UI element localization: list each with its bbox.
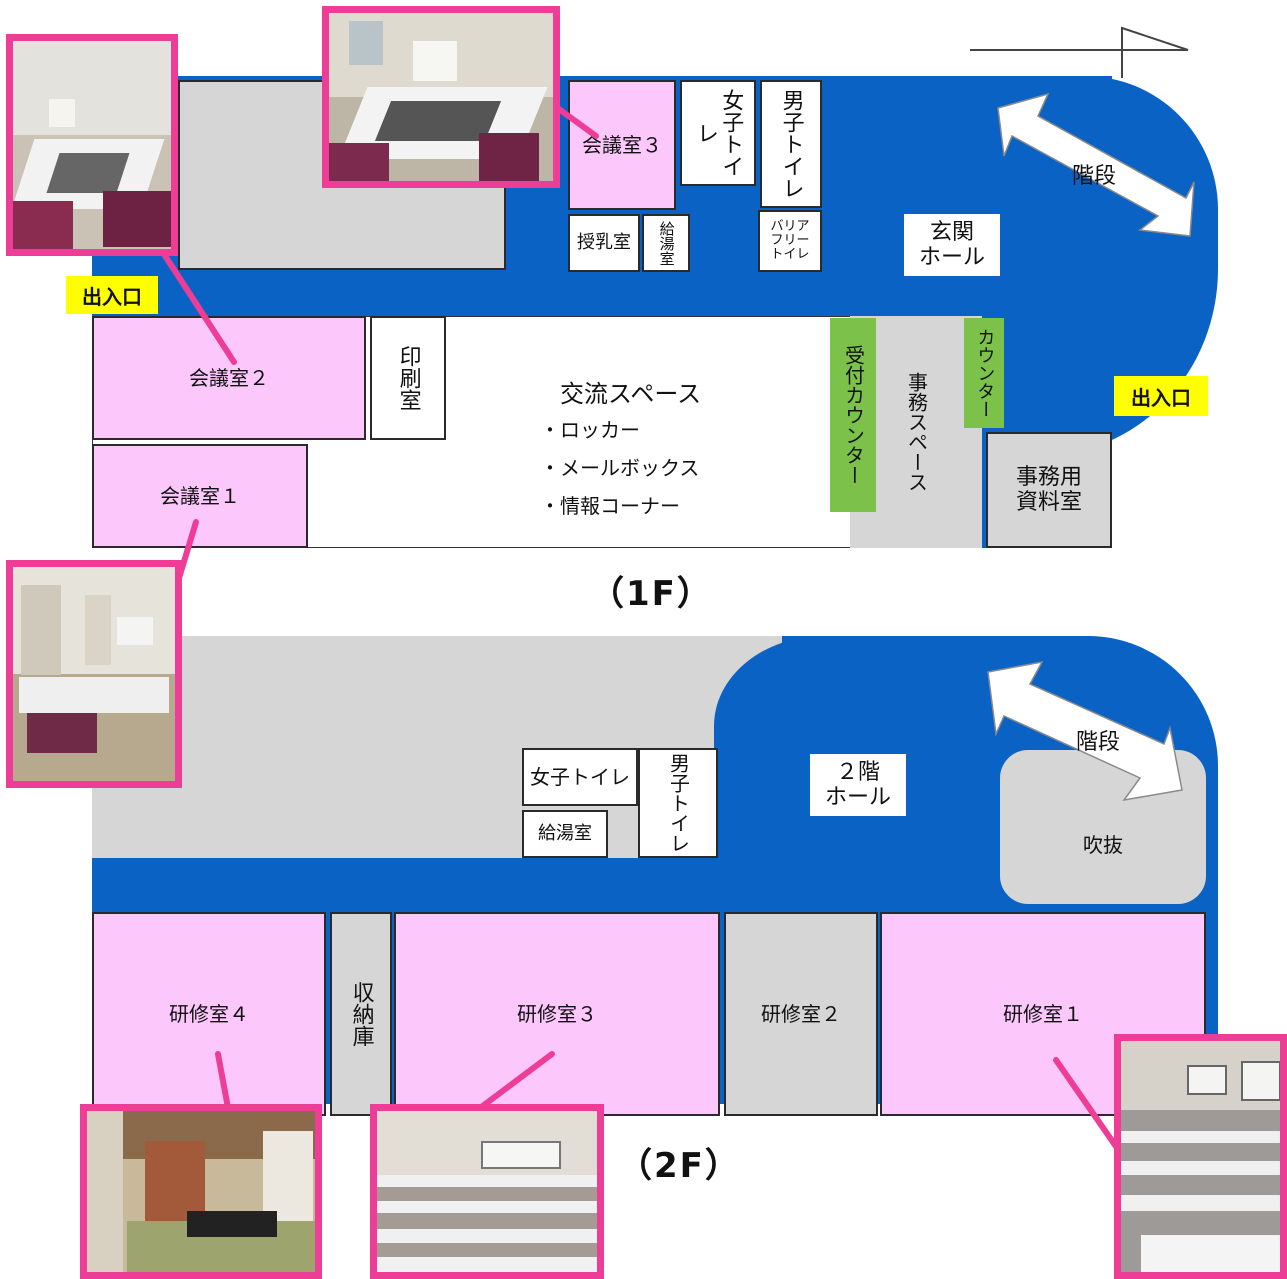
- entrance-west-label: 出入口: [66, 276, 158, 314]
- photo-training-room-1: [1114, 1034, 1287, 1279]
- training-room-4-label: 研修室４: [169, 1001, 249, 1026]
- photo-meeting-room-1: [6, 560, 182, 788]
- stairs-1f-label: 階段: [1072, 164, 1117, 189]
- floor2-title: （2F）: [618, 1146, 741, 1186]
- barrier-free-toilet: バリアフリートイレ: [758, 210, 822, 272]
- womens-toilet-1f: 女子トイレ: [680, 80, 756, 186]
- womens-toilet-1f-label: 女子トイレ: [693, 89, 744, 177]
- photo-meeting-room-3: [322, 6, 560, 188]
- meeting-room-3-label: 会議室３: [582, 132, 662, 157]
- kitchenette-2f-label: 給湯室: [538, 822, 592, 844]
- hall-2f: ２階 ホール: [810, 754, 906, 816]
- north-arrow-icon: [970, 26, 1189, 78]
- meeting-room-1-label: 会議室１: [160, 483, 240, 508]
- meeting-room-1[interactable]: 会議室１: [92, 444, 308, 548]
- exchange-item-locker: ・ロッカー: [540, 418, 640, 442]
- training-room-1-label: 研修室１: [1003, 1001, 1083, 1026]
- womens-toilet-2f: 女子トイレ: [522, 748, 638, 806]
- photo-training-room-3: [370, 1104, 604, 1279]
- exchange-item-mailbox: ・メールボックス: [540, 456, 700, 480]
- womens-toilet-2f-label: 女子トイレ: [530, 764, 630, 789]
- training-room-3[interactable]: 研修室３: [394, 912, 720, 1116]
- reception-counter: 受付カウンター: [830, 318, 876, 512]
- training-room-2[interactable]: 研修室２: [724, 912, 878, 1116]
- atrium-label: 吹抜: [1083, 832, 1123, 857]
- entrance-hall-label: 玄関 ホール: [918, 219, 985, 270]
- floor1-title: （1F）: [590, 574, 713, 614]
- nursing-room: 授乳室: [568, 214, 640, 272]
- office-space-label: 事務スペース: [904, 372, 929, 492]
- kitchenette-1f: 給湯室: [642, 214, 690, 272]
- meeting-room-3[interactable]: 会議室３: [568, 80, 676, 210]
- print-room: 印刷室: [370, 316, 446, 440]
- exchange-item-info: ・情報コーナー: [540, 494, 680, 518]
- hall-2f-label: ２階 ホール: [824, 759, 891, 810]
- training-room-3-label: 研修室３: [517, 1001, 597, 1026]
- print-room-label: 印刷室: [395, 345, 421, 411]
- reception-counter-label: 受付カウンター: [841, 345, 866, 485]
- double-arrow-icon: [997, 92, 1195, 237]
- closet: 収納庫: [330, 912, 392, 1116]
- office-archive: 事務用 資料室: [986, 432, 1112, 548]
- training-room-1[interactable]: 研修室１: [880, 912, 1206, 1116]
- closet-label: 収納庫: [348, 981, 374, 1047]
- counter: カウンター: [964, 318, 1004, 428]
- training-room-4[interactable]: 研修室４: [92, 912, 326, 1116]
- mens-toilet-1f-label: 男子トイレ: [778, 89, 804, 199]
- entrance-east-label: 出入口: [1114, 376, 1208, 416]
- training-room-2-label: 研修室２: [761, 1001, 841, 1026]
- mens-toilet-1f: 男子トイレ: [760, 80, 822, 208]
- kitchenette-1f-label: 給湯室: [657, 220, 676, 266]
- photo-training-room-4: [80, 1104, 322, 1279]
- barrier-free-toilet-label: バリアフリートイレ: [770, 218, 810, 263]
- meeting-room-2-label: 会議室２: [189, 365, 269, 390]
- double-arrow-icon: [987, 660, 1183, 802]
- kitchenette-2f: 給湯室: [522, 810, 608, 858]
- nursing-room-label: 授乳室: [577, 231, 631, 253]
- counter-label: カウンター: [974, 328, 996, 418]
- entrance-hall: 玄関 ホール: [904, 214, 1000, 276]
- meeting-room-2[interactable]: 会議室２: [92, 316, 366, 440]
- floor2-hall-curve: [714, 636, 834, 858]
- mens-toilet-2f: 男子トイレ: [638, 748, 718, 858]
- stairs-2f-label: 階段: [1076, 730, 1121, 755]
- mens-toilet-2f-label: 男子トイレ: [666, 753, 691, 853]
- office-archive-label: 事務用 資料室: [1015, 464, 1082, 515]
- photo-meeting-room-2: [6, 34, 178, 256]
- exchange-space-title: 交流スペース: [560, 380, 702, 408]
